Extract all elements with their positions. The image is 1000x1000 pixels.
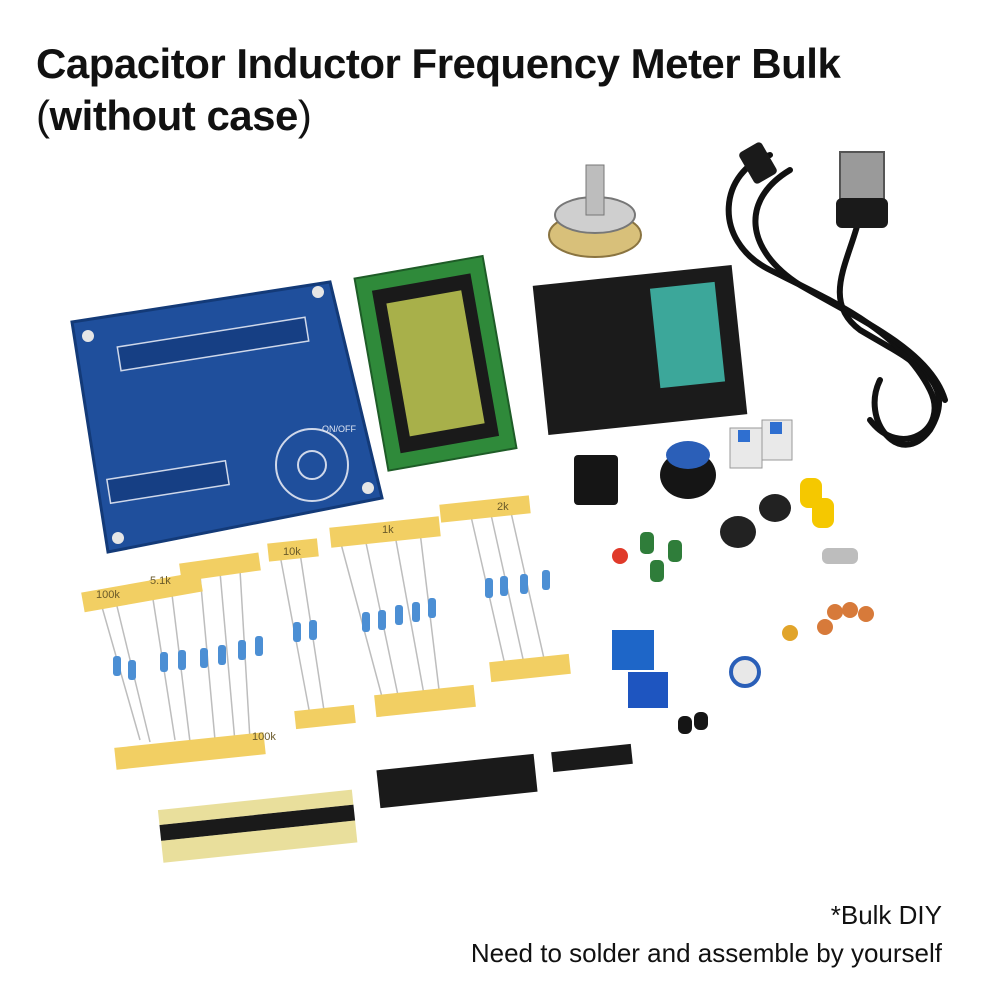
red-led — [612, 548, 628, 564]
resistor-bodies — [113, 570, 550, 680]
usb-plug-body — [836, 198, 888, 228]
resistor-tag: 5.1k — [150, 575, 171, 587]
usb-plug — [839, 151, 885, 201]
crystal — [822, 548, 858, 564]
pin-header-short — [551, 743, 633, 773]
usb-cable — [725, 152, 948, 448]
pcb-mount-hole — [362, 482, 374, 494]
resistor-tag: 100k — [252, 731, 276, 743]
bulk-diy-note: *Bulk DIY Need to solder and assemble by… — [471, 896, 942, 972]
note-line-2: Need to solder and assemble by yourself — [470, 938, 942, 968]
pcb-board: ON/OFF — [70, 280, 384, 554]
rotary-switch — [548, 164, 642, 258]
resistor-tag: 100k — [96, 589, 120, 601]
small-pot — [729, 656, 761, 688]
yellow-capacitor — [812, 498, 834, 528]
pcb-rotary-footprint — [275, 428, 349, 502]
pcb-onoff-label: ON/OFF — [322, 424, 356, 434]
pcb-ic-socket-2 — [106, 459, 230, 505]
pin-header-male — [157, 789, 358, 863]
dc-jack — [574, 455, 618, 505]
title-paren-close: ) — [297, 92, 312, 139]
resistor-strips — [99, 507, 546, 743]
pin-header-female — [376, 753, 538, 809]
pcb-ic-socket — [116, 316, 310, 372]
zif-socket — [649, 281, 726, 389]
note-line-1: *Bulk DIY — [830, 900, 942, 930]
masking-tape — [81, 495, 571, 770]
pcb-mount-hole — [312, 286, 324, 298]
resistor-tag: 10k — [283, 546, 301, 558]
pcb-mount-hole — [82, 330, 94, 342]
lcd-module — [353, 254, 518, 472]
pcb-mount-hole — [112, 532, 124, 544]
transistors — [678, 712, 708, 734]
barrel-plug — [739, 142, 777, 184]
green-inductors — [640, 532, 682, 582]
terminal-block — [612, 630, 654, 670]
title-paren-open: ( — [36, 92, 50, 139]
page-title: Capacitor Inductor Frequency Meter Bulk … — [36, 38, 976, 142]
inductor — [720, 516, 756, 548]
ceramic-capacitors — [782, 602, 874, 641]
resistor-tag-labels: 100k 5.1k 10k 1k 2k 100k — [96, 501, 509, 743]
title-line-2: (without case) — [36, 90, 976, 142]
title-without-case: without case — [49, 92, 299, 139]
lcd-screen — [386, 290, 485, 437]
inductor — [759, 494, 791, 522]
trimmer-pot — [628, 672, 668, 708]
resistor-tag: 1k — [382, 524, 394, 536]
title-line-1: Capacitor Inductor Frequency Meter Bulk — [36, 40, 841, 87]
resistor-tag: 2k — [497, 501, 509, 513]
